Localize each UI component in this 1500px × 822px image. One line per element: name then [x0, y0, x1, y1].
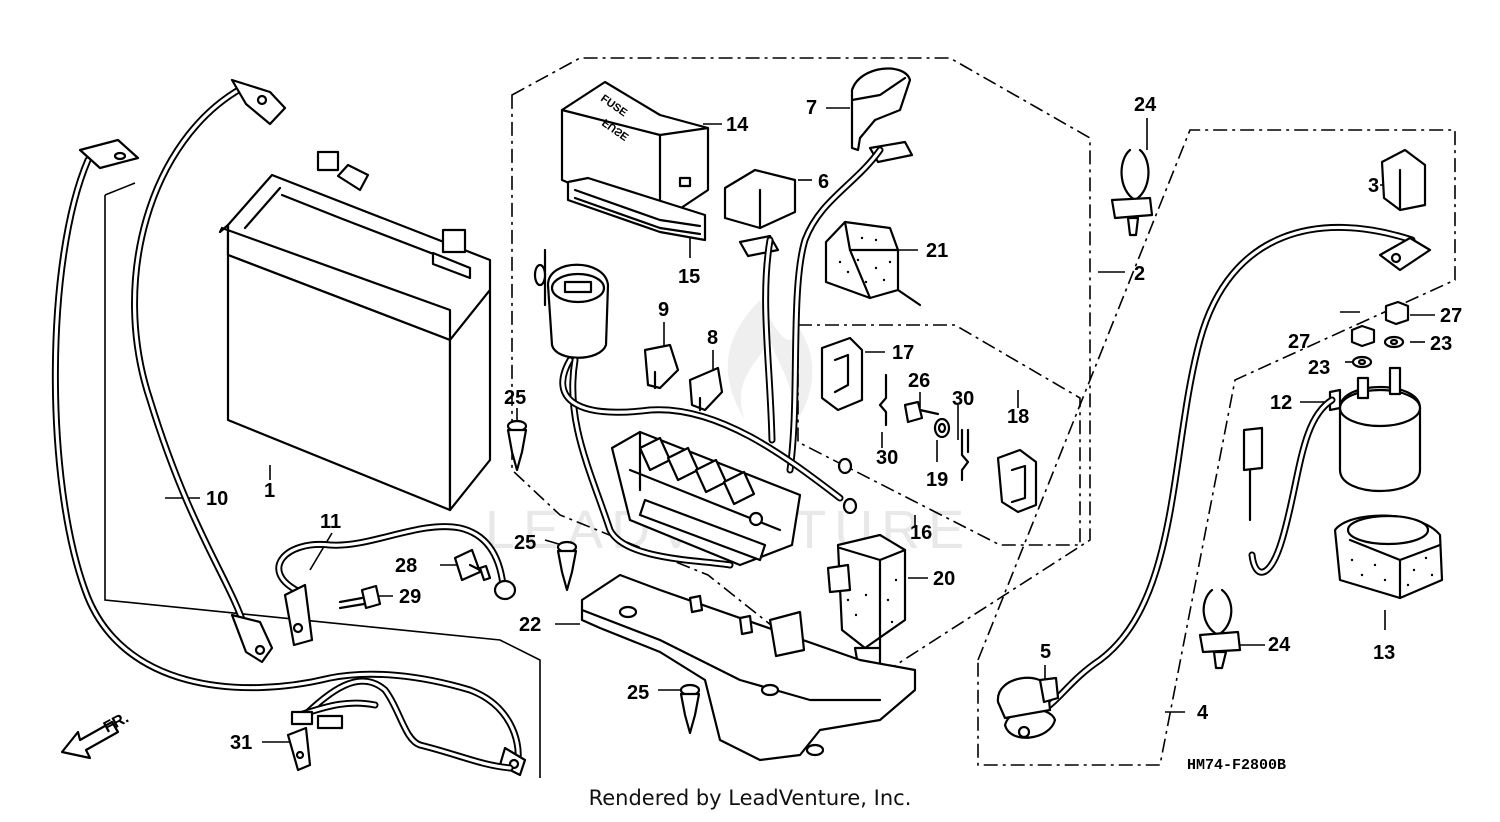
callout-4: 4 [1197, 702, 1209, 724]
starter-cable-4 [1003, 223, 1432, 739]
callout-27-b: 27 [1440, 305, 1462, 327]
washer-23-a [1383, 335, 1405, 349]
fuse-8 [688, 366, 724, 412]
nut-27-a [1384, 300, 1410, 326]
callout-1: 1 [264, 480, 275, 502]
bolt-28 [453, 548, 492, 582]
callout-8: 8 [707, 327, 718, 349]
callout-28: 28 [395, 555, 417, 577]
fuse-box-gasket [566, 176, 707, 242]
callout-25-b: 25 [514, 532, 536, 554]
callout-12: 12 [1270, 392, 1292, 414]
terminal-cap-3 [1380, 148, 1427, 212]
battery-cable-10 [51, 138, 527, 777]
callout-16: 16 [910, 522, 932, 544]
callout-5: 5 [1040, 641, 1051, 663]
front-direction-arrow-icon [60, 720, 120, 760]
washer-23-b [1351, 355, 1373, 369]
fuse-9 [643, 343, 680, 390]
clip-25-a [506, 419, 528, 472]
callout-30-b: 30 [876, 447, 898, 469]
callout-23-b: 23 [1430, 333, 1452, 355]
callout-22: 22 [519, 614, 541, 636]
clip-25-c [679, 683, 701, 735]
cover-6 [723, 168, 797, 258]
callout-14: 14 [726, 114, 749, 136]
callout-25-a: 25 [504, 387, 526, 409]
callout-24-b: 24 [1268, 634, 1291, 656]
connector-18 [996, 448, 1038, 514]
callout-30-a: 30 [952, 388, 974, 410]
callout-26: 26 [908, 370, 930, 392]
callout-31: 31 [230, 732, 252, 754]
nut-27-b [1350, 324, 1376, 348]
callout-10: 10 [206, 488, 228, 510]
callout-19: 19 [926, 469, 948, 491]
callout-6: 6 [818, 171, 829, 193]
callout-27-a: 27 [1288, 331, 1310, 353]
callout-21: 21 [926, 240, 948, 262]
callout-23-a: 23 [1308, 357, 1330, 379]
starter-solenoid-12 [1242, 366, 1422, 576]
callout-25-c: 25 [627, 682, 649, 704]
terminal-cap-5 [996, 676, 1060, 720]
callout-15: 15 [678, 266, 700, 288]
cable-clip-24-bottom [1198, 588, 1242, 670]
callout-2: 2 [1134, 263, 1145, 285]
callout-17: 17 [892, 342, 914, 364]
callout-numbers: 1 2 3 4 5 6 7 8 9 10 11 12 13 14 15 16 1… [206, 94, 1462, 754]
washer-19 [933, 417, 951, 439]
assembly-16-outline [797, 324, 1081, 546]
cable-11 [275, 523, 517, 647]
terminal-30-a [878, 373, 888, 427]
battery [218, 150, 492, 512]
assembly-4-outline [977, 129, 1456, 766]
callout-24-a: 24 [1134, 94, 1157, 116]
callout-3: 3 [1368, 175, 1379, 197]
callout-18: 18 [1007, 406, 1029, 428]
footer-credit: Rendered by LeadVenture, Inc. [588, 786, 912, 810]
starter-relay-21 [824, 220, 922, 307]
screw-26 [903, 400, 940, 424]
fuse-block [610, 430, 802, 567]
cable-clip-24-top [1110, 148, 1154, 237]
cable-31 [286, 677, 514, 772]
bolt-29 [338, 584, 382, 610]
fuse-holder-connector [533, 248, 858, 569]
callout-9: 9 [658, 299, 669, 321]
callout-7: 7 [806, 97, 817, 119]
harness-main [762, 146, 884, 474]
bracket-22 [580, 573, 917, 762]
solenoid-boot-13 [1333, 514, 1444, 600]
watermark-flame-icon [727, 300, 813, 430]
battery-cable-upper [131, 78, 287, 664]
part-code: HM74-F2800B [1187, 757, 1286, 774]
terminal-30-b [960, 428, 970, 482]
callout-29: 29 [399, 586, 421, 608]
callout-11: 11 [320, 511, 341, 533]
cover-7 [850, 67, 914, 164]
callout-20: 20 [933, 568, 955, 590]
cable-10-bracket-line [104, 195, 541, 778]
callout-13: 13 [1373, 642, 1395, 664]
terminal-17 [820, 336, 864, 412]
clip-25-b [556, 540, 578, 592]
connector-boot-20 [826, 533, 907, 667]
cable-10-bracket-top [104, 182, 136, 196]
